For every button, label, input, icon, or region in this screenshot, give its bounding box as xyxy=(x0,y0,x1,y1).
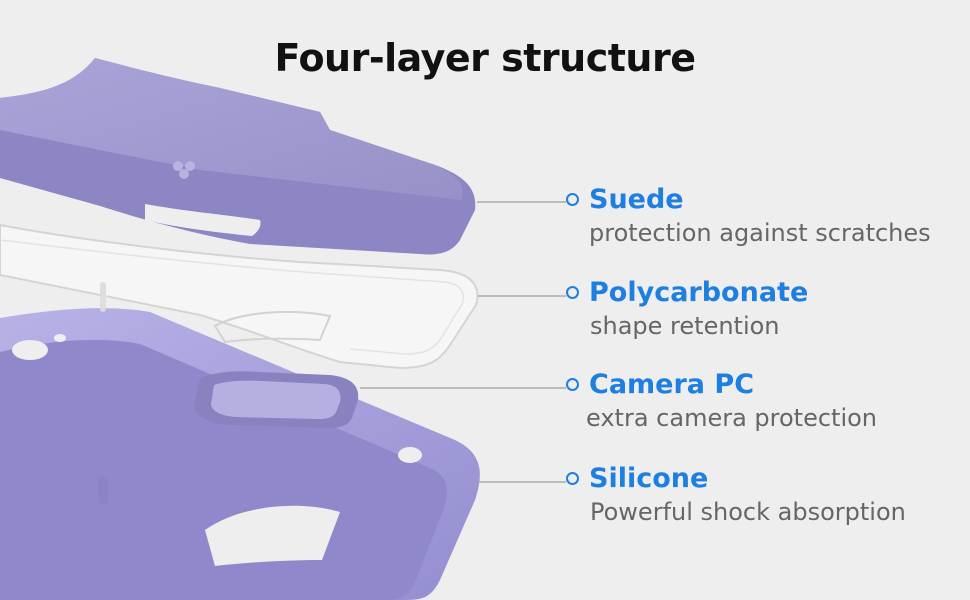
layer-name: Silicone xyxy=(589,463,709,494)
connector-lines xyxy=(360,201,566,483)
layer-label-silicone: Silicone Powerful shock absorption xyxy=(566,463,906,526)
layer-description: shape retention xyxy=(590,312,780,340)
polycarbonate-layer-shape xyxy=(0,223,479,370)
silicone-layer-shape xyxy=(0,308,480,600)
suede-layer-shape xyxy=(0,58,476,255)
layer-name: Camera PC xyxy=(589,369,755,400)
layer-description: extra camera protection xyxy=(586,404,878,432)
layer-label-camera-pc: Camera PC extra camera protection xyxy=(566,369,877,432)
bullet-dot-icon xyxy=(566,286,579,299)
bullet-dot-icon xyxy=(566,378,579,391)
layer-label-polycarbonate: Polycarbonate shape retention xyxy=(566,277,808,340)
bullet-dot-icon xyxy=(566,193,579,206)
bullet-dot-icon xyxy=(566,472,579,485)
camera-pc-layer-shape xyxy=(194,371,359,428)
layer-name: Suede xyxy=(589,184,684,215)
page-title: Four-layer structure xyxy=(274,36,696,80)
layer-label-suede: Suede protection against scratches xyxy=(566,184,931,247)
layer-description: Powerful shock absorption xyxy=(590,498,906,526)
layer-description: protection against scratches xyxy=(589,219,931,247)
layer-name: Polycarbonate xyxy=(589,277,809,308)
